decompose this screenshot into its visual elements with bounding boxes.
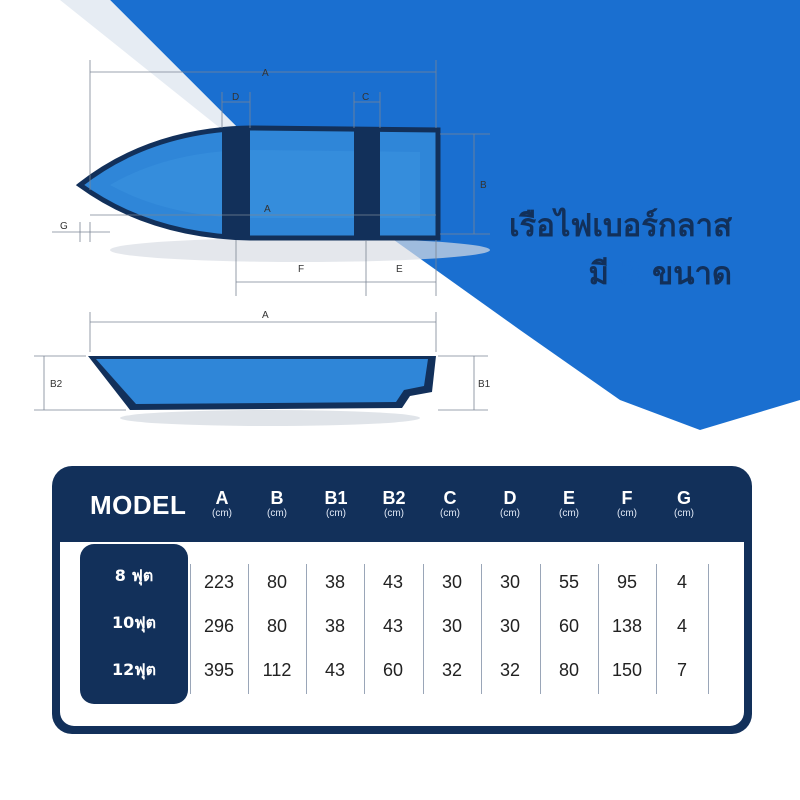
- column-divider: [708, 564, 709, 694]
- dim-label-e: E: [396, 264, 403, 275]
- model-name: 10ฟุต: [112, 613, 156, 632]
- column-unit: (cm): [440, 508, 460, 519]
- cell-d: 30: [499, 616, 521, 636]
- column-label: E: [562, 488, 575, 508]
- column-label: A: [215, 488, 229, 508]
- column-header-b2: B2(cm): [366, 488, 422, 520]
- column-label: B2: [382, 488, 406, 508]
- cell-b: 112: [262, 660, 292, 680]
- cell-d: 30: [499, 572, 521, 592]
- column-divider: [423, 564, 424, 694]
- cell-a: 223: [203, 572, 235, 592]
- column-divider: [364, 564, 365, 694]
- column-header-g: G(cm): [656, 488, 712, 520]
- cell-c: 30: [441, 572, 463, 592]
- top-view-dimensions: [52, 60, 490, 296]
- dim-label-a-side: A: [262, 310, 269, 321]
- column-header-e: E(cm): [541, 488, 597, 520]
- seat-d: [222, 130, 250, 236]
- cell-e: 80: [558, 660, 580, 680]
- column-unit: (cm): [559, 508, 579, 519]
- cell-b: 80: [266, 616, 288, 636]
- dim-label-d: D: [232, 92, 239, 103]
- column-divider: [248, 564, 249, 694]
- cell-e: 60: [558, 616, 580, 636]
- column-divider: [656, 564, 657, 694]
- model-header: MODEL: [90, 490, 187, 520]
- column-header-c: C(cm): [422, 488, 478, 520]
- column-header-f: F(cm): [599, 488, 655, 520]
- column-unit: (cm): [212, 508, 232, 519]
- cell-d: 32: [499, 660, 521, 680]
- column-label: D: [503, 488, 517, 508]
- column-label: B1: [324, 488, 348, 508]
- side-view-dimensions: [34, 312, 488, 411]
- column-unit: (cm): [500, 508, 520, 519]
- top-view-shadow: [110, 238, 490, 262]
- column-unit: (cm): [617, 508, 637, 519]
- dim-label-b2: B2: [50, 379, 63, 390]
- side-view-shadow: [120, 410, 420, 426]
- dim-label-f: F: [298, 264, 304, 275]
- column-divider: [190, 564, 191, 694]
- cell-b: 80: [266, 572, 288, 592]
- cell-f: 95: [616, 572, 638, 592]
- cell-g: 4: [676, 572, 687, 592]
- headline-prefix: มี: [588, 256, 620, 292]
- column-label: C: [443, 488, 457, 508]
- boat-diagram: A D C A G F E B A B2 B1: [34, 60, 491, 426]
- cell-b1: 43: [324, 660, 346, 680]
- background-light-band: [60, 0, 380, 230]
- headline-suffix: ขนาด: [641, 256, 732, 292]
- column-divider: [306, 564, 307, 694]
- column-divider: [481, 564, 482, 694]
- dim-label-g: G: [60, 221, 68, 232]
- cell-f: 138: [611, 616, 643, 636]
- column-label: B: [270, 488, 284, 508]
- column-header-d: D(cm): [482, 488, 538, 520]
- column-header-b: B(cm): [249, 488, 305, 520]
- dim-label-a: A: [262, 68, 269, 79]
- cell-b2: 43: [382, 616, 404, 636]
- cell-b1: 38: [324, 572, 346, 592]
- dim-label-c: C: [362, 92, 369, 103]
- headline-line-1: เรือไฟเบอร์กลาส: [508, 208, 732, 244]
- column-header-a: A(cm): [194, 488, 250, 520]
- column-divider: [598, 564, 599, 694]
- background-blue-wave: [110, 0, 800, 430]
- cell-c: 32: [441, 660, 463, 680]
- column-header-b1: B1(cm): [308, 488, 364, 520]
- cell-g: 7: [676, 660, 687, 680]
- column-unit: (cm): [674, 508, 694, 519]
- column-label: F: [621, 488, 633, 508]
- column-unit: (cm): [326, 508, 346, 519]
- column-unit: (cm): [384, 508, 404, 519]
- seat-c: [354, 130, 380, 236]
- cell-b1: 38: [324, 616, 346, 636]
- cell-g: 4: [676, 616, 687, 636]
- dimensions-table: MODEL A(cm) B(cm) B1(cm) B2(cm) C(cm) D(…: [52, 466, 752, 734]
- model-name: 8 ฟุต: [114, 566, 154, 585]
- boat-side-view: [88, 356, 436, 410]
- cell-f: 150: [611, 660, 643, 680]
- model-name: 12ฟุต: [112, 660, 156, 679]
- column-divider: [540, 564, 541, 694]
- dim-label-a-inner: A: [264, 204, 271, 215]
- column-unit: (cm): [267, 508, 287, 519]
- cell-e: 55: [558, 572, 580, 592]
- dim-label-b: B: [480, 180, 487, 191]
- cell-c: 30: [441, 616, 463, 636]
- headline-line-2: มี 3 ขนาด: [588, 248, 732, 298]
- boat-top-view: [75, 125, 441, 241]
- dim-label-b1: B1: [478, 379, 491, 390]
- cell-b2: 60: [382, 660, 404, 680]
- column-label: G: [676, 488, 691, 508]
- cell-b2: 43: [382, 572, 404, 592]
- cell-a: 395: [203, 660, 235, 680]
- headline-number: 3: [619, 256, 642, 292]
- cell-a: 296: [203, 616, 235, 636]
- model-column: 8 ฟุต 10ฟุต 12ฟุต: [80, 544, 188, 704]
